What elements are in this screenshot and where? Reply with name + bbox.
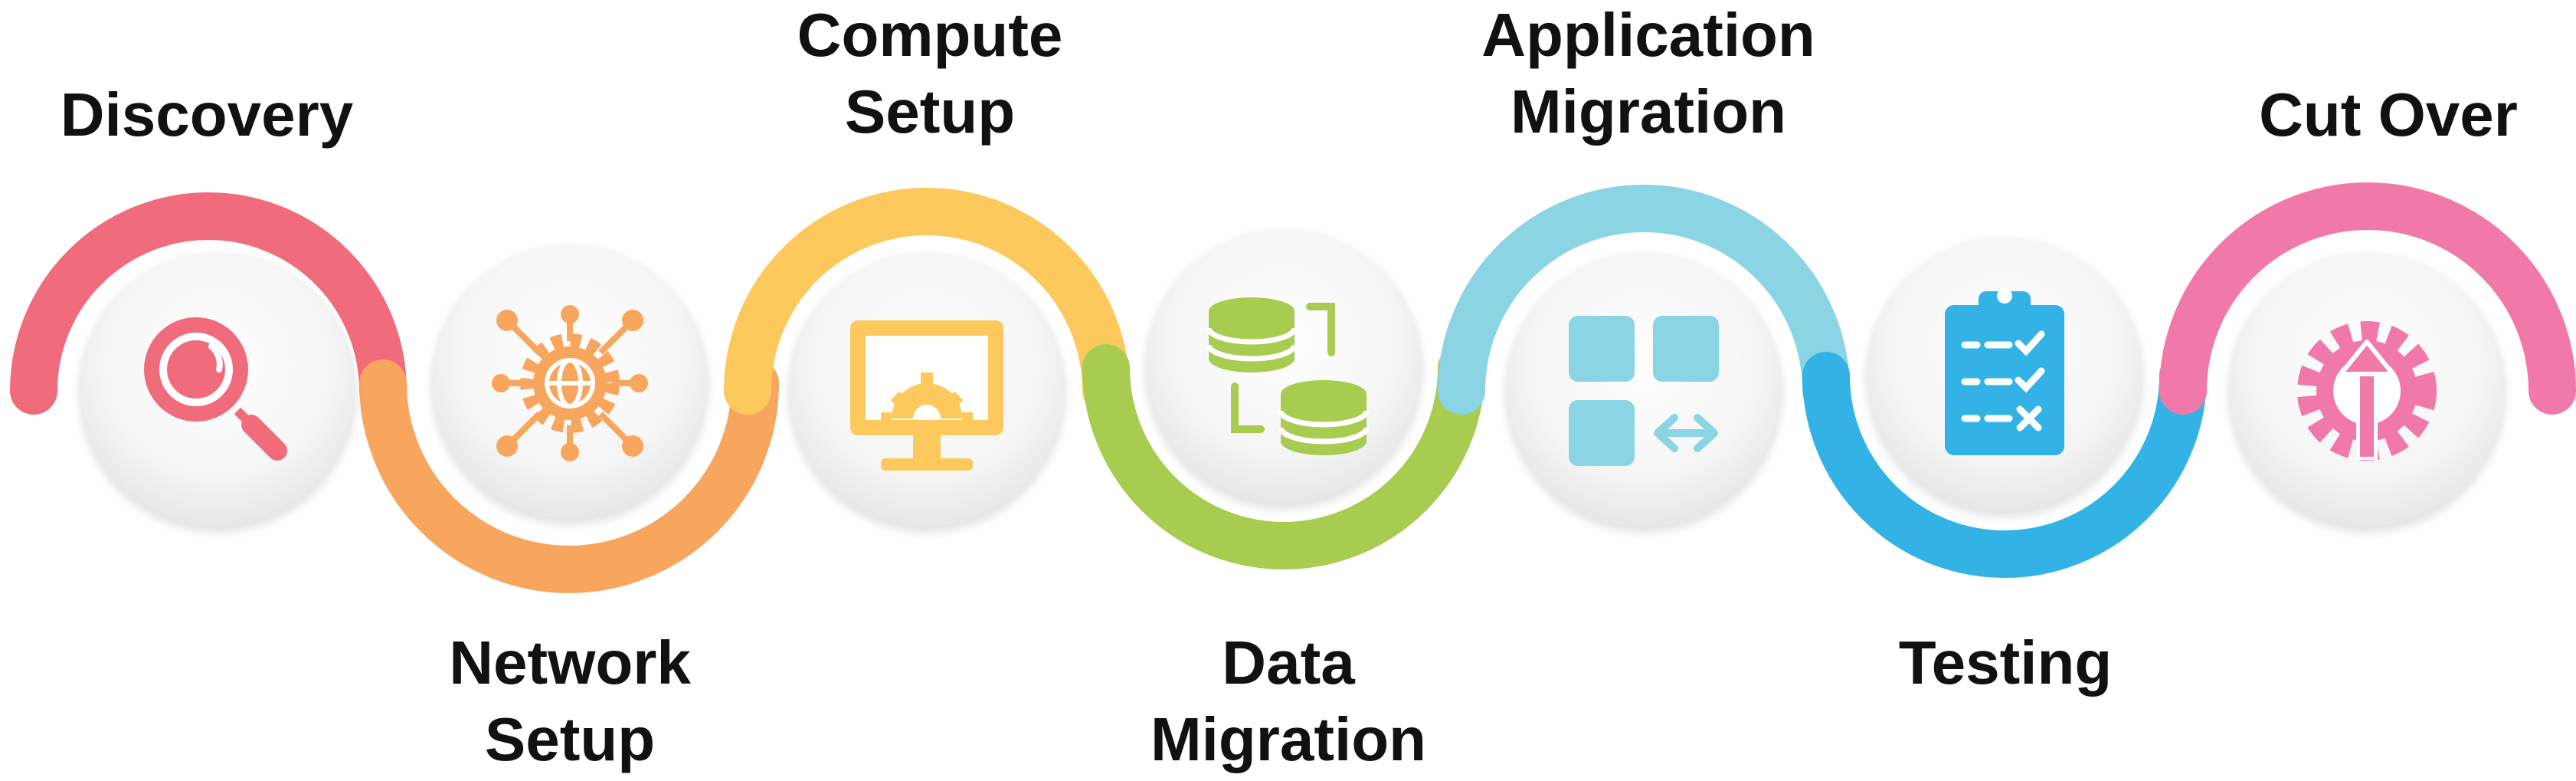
gear-upload-icon: [2297, 321, 2437, 461]
step-label-application-migration-line2: Migration: [1511, 77, 1786, 146]
step-label-cut-over: Cut Over: [2259, 77, 2518, 153]
disc-data-migration: [1146, 230, 1422, 506]
step-label-cut-over-line1: Cut Over: [2259, 80, 2518, 149]
step-label-compute-setup-line1: Compute: [797, 1, 1063, 69]
step-label-discovery-line1: Discovery: [60, 80, 354, 149]
app-grid-transfer-icon: [1569, 316, 1719, 466]
arc-network-setup: [359, 359, 779, 593]
monitor-gear-icon: [850, 320, 1003, 471]
step-label-network-setup: Network Setup: [449, 625, 691, 778]
arc-compute-setup: [724, 188, 1130, 415]
step-label-compute-setup-line2: Setup: [844, 77, 1016, 146]
arc-application-migration: [1438, 185, 1850, 415]
step-label-testing-line1: Testing: [1898, 628, 2113, 697]
database-transfer-icon: [1206, 297, 1370, 455]
arc-data-migration: [1082, 344, 1485, 569]
network-globe-gear-icon: [492, 305, 648, 461]
step-label-data-migration-line1: Data: [1222, 628, 1355, 697]
magnifier-icon: [144, 317, 287, 461]
step-label-data-migration-line2: Migration: [1151, 705, 1426, 773]
step-label-compute-setup: Compute Setup: [797, 0, 1063, 150]
step-label-application-migration: Application Migration: [1481, 0, 1815, 150]
step-label-network-setup-line2: Setup: [484, 705, 656, 773]
step-label-data-migration: Data Migration: [1151, 625, 1426, 778]
checklist-clipboard-icon: [1945, 288, 2064, 455]
step-label-discovery: Discovery: [61, 77, 353, 153]
arc-testing: [1802, 352, 2207, 578]
step-label-network-setup-line1: Network: [449, 628, 691, 697]
arc-cut-over: [2159, 182, 2576, 415]
step-label-testing: Testing: [1899, 625, 2113, 701]
disc-application-migration: [1506, 253, 1782, 529]
arc-discovery: [10, 192, 407, 415]
connector-arcs: [10, 182, 2576, 593]
step-label-application-migration-line1: Application: [1481, 1, 1815, 69]
